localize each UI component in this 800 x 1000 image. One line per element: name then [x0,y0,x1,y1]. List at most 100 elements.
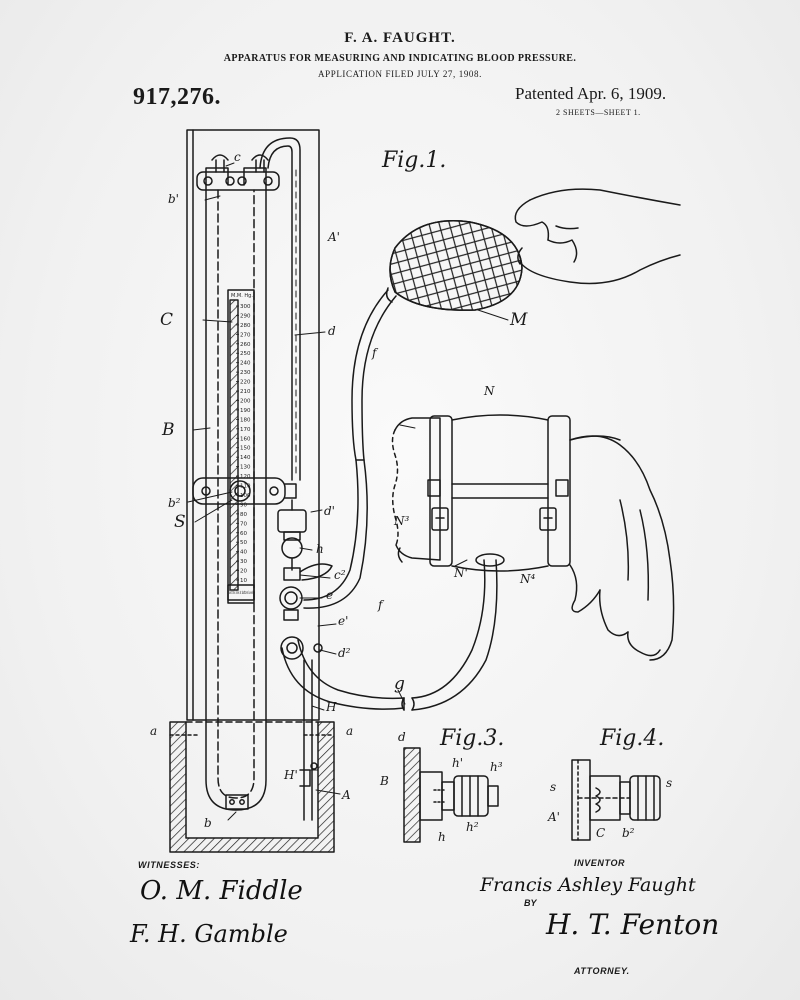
label-e: e [326,588,334,602]
scale-tick-label: 140 [240,455,251,461]
invention-title: APPARATUS FOR MEASURING AND INDICATING B… [223,53,577,64]
witness-signature-2: F. H. Gamble [130,920,288,948]
scale-tick-label: 280 [240,323,251,329]
scale-tick-label: 270 [240,332,251,338]
label-d1: d' [324,504,335,518]
fig4-label: Fig.4. [600,726,665,751]
scale-unit-label: M.M. Hg. [231,293,253,299]
fig4-label-s-left: s [550,780,557,794]
scale-tick-label: 110 [240,484,251,490]
scale-tick-label: 290 [240,313,251,319]
manometer-u-tube [205,167,267,811]
scale-tick-label: 50 [240,540,247,546]
fig1-label: Fig.1. [382,148,447,173]
inventor-name-heading: F. A. FAUGHT. [344,30,456,46]
valve-assembly [277,499,333,660]
scale-tick-label: 260 [240,342,251,348]
scale-note: Set this line at bottom Level [229,590,253,595]
top-connecting-tube [259,137,301,481]
scale-tick-label: 100 [240,493,251,499]
label-b1: b' [168,192,179,206]
hose-f [303,289,397,609]
inventor-signature: Francis Ashley Faught [480,874,696,896]
middle-clamp [192,477,297,505]
label-N3: N³ [394,514,410,528]
fig3-label-h2: h² [466,820,479,834]
scale-tick-label: 300 [240,304,251,310]
scale-tick-label: 70 [240,521,247,527]
fig4-label-A1: A' [548,810,560,824]
manometer-board [186,129,320,721]
attorney-label: ATTORNEY. [574,966,630,976]
scale-tick-label: 150 [240,446,251,452]
label-H: H [326,700,337,714]
top-clamp [196,154,280,191]
label-h: h [316,542,324,556]
scale-tick-label: 120 [240,474,251,480]
scale-tick-label: 20 [240,569,247,575]
scale-tick-label: 210 [240,389,251,395]
fig3-label-h: h [438,830,446,844]
witness-signature-1: O. M. Fiddle [140,876,303,906]
fig3-label: Fig.3. [440,726,505,751]
sheet-count: 2 SHEETS—SHEET 1. [556,108,641,117]
leader-lines [187,162,509,821]
bottom-bracket [225,794,249,810]
scale-tick-label: 60 [240,531,247,537]
inventor-label: INVENTOR [574,858,626,868]
label-a-left: a [150,724,158,738]
fig3-label-B: B [380,774,389,788]
label-c2: c² [334,568,346,582]
label-f2: f [378,598,383,612]
fig3-detail [403,747,499,843]
scale-tick-label: 90 [240,502,247,508]
fig3-label-h3: h³ [490,760,503,774]
attorney-signature: H. T. Fenton [546,908,720,941]
scale-tick-label: 240 [240,361,251,367]
label-N1: N' [454,566,468,580]
application-filed-line: APPLICATION FILED JULY 27, 1908. [318,69,482,79]
label-N: N [484,384,495,398]
label-d: d [328,324,336,338]
label-A1: A' [328,230,340,244]
pressure-bulb [385,220,523,311]
label-d2: d² [338,646,351,660]
label-f: f [372,346,377,360]
scale-tick-label: 180 [240,417,251,423]
scale-tick-label: 10 [240,578,247,584]
label-S: S [174,512,186,532]
scale-tick-label: 30 [240,559,247,565]
scale-tick-label: 230 [240,370,251,376]
scale-tick-label: 80 [240,512,247,518]
fig4-detail [571,759,661,841]
scale-tick-label: 130 [240,465,251,471]
measurement-scale [227,289,255,604]
patent-date: Patented Apr. 6, 1909. [515,84,667,103]
fig4-label-C: C [596,826,606,840]
label-N4: N⁴ [520,572,536,586]
label-B: B [162,420,175,440]
scale-tick-label: 160 [240,436,251,442]
label-a-right: a [346,724,354,738]
fig3-label-h1: h' [452,756,464,770]
hand-lower [397,435,675,661]
by-label: BY [524,898,537,908]
label-c: c [234,150,241,164]
scale-tick-label: 200 [240,398,251,404]
label-b2: b² [168,496,181,510]
scale-tick-label: 170 [240,427,251,433]
fig3-label-d: d [398,730,406,744]
witnesses-label: WITNESSES: [138,860,201,870]
label-e1: e' [338,614,349,628]
label-C: C [160,310,174,330]
reservoir-tube [303,659,313,821]
label-H1: H' [284,768,298,782]
scale-tick-label: 40 [240,550,247,556]
label-M: M [510,310,528,330]
fig4-label-b2: b² [622,826,635,840]
label-A: A [342,788,351,802]
arm-cuff [391,414,621,572]
fig4-label-s-right: s [666,776,673,790]
